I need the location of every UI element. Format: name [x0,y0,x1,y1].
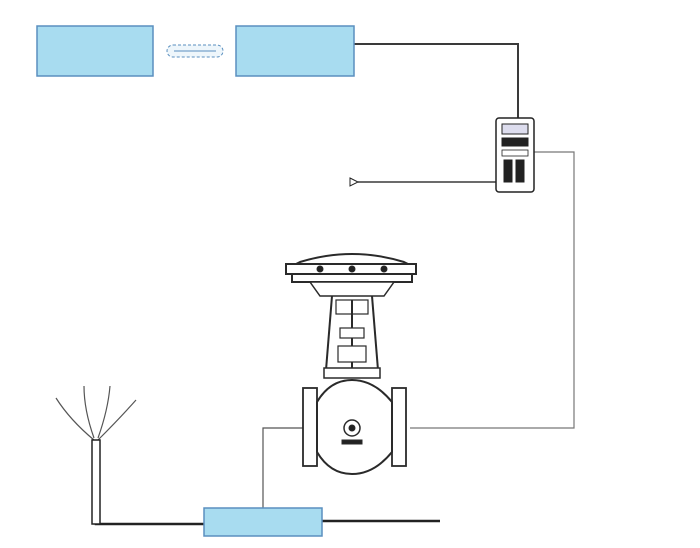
bottom-box [203,507,323,537]
top-left-box-text [37,40,153,46]
top-right-box-text [236,40,354,46]
actuator-icon [285,253,417,379]
valve-to-box-line [262,427,303,510]
top-left-box [36,25,154,77]
top-right-box [235,25,355,77]
control-valve-icon [302,378,407,476]
bottom-box-text [204,514,322,520]
air-outlet-line [410,151,575,429]
bottom-pipe-left [94,452,204,526]
dashed-link-icon [166,44,224,58]
positioner-icon [495,117,535,193]
supply-arrow-icon [349,177,360,187]
spray-nozzle-icon [55,385,137,525]
signal-line [354,43,519,122]
